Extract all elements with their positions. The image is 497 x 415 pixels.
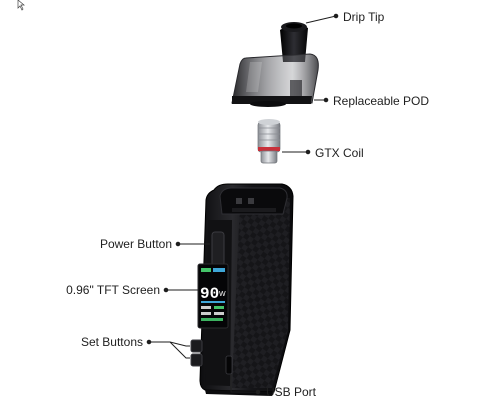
leader-lines — [146, 13, 339, 395]
label-replaceable-pod: Replaceable POD — [333, 94, 430, 108]
label-gtx-coil: GTX Coil — [315, 146, 364, 160]
drip-tip — [280, 22, 308, 63]
replaceable-pod — [231, 53, 319, 107]
set-button-down — [190, 353, 203, 367]
power-button-shape — [211, 231, 225, 267]
label-usb-port: USB Port — [266, 385, 317, 399]
screen-power-unit: W — [219, 291, 226, 298]
label-drip-tip: Drip Tip — [343, 10, 385, 24]
device-body — [190, 183, 294, 396]
cursor-icon — [17, 0, 25, 11]
screen-power-value: 90 — [200, 285, 219, 303]
leader-usb — [230, 374, 258, 393]
set-button-up — [190, 339, 203, 353]
label-power-button: Power Button — [99, 237, 172, 251]
gtx-coil — [257, 119, 281, 164]
usb-port-shape — [225, 355, 233, 375]
leader-drip-tip — [305, 15, 337, 24]
label-set-buttons: Set Buttons — [80, 335, 143, 349]
leader-set-buttons — [149, 341, 190, 347]
label-tft-screen: 0.96" TFT Screen — [66, 283, 160, 297]
